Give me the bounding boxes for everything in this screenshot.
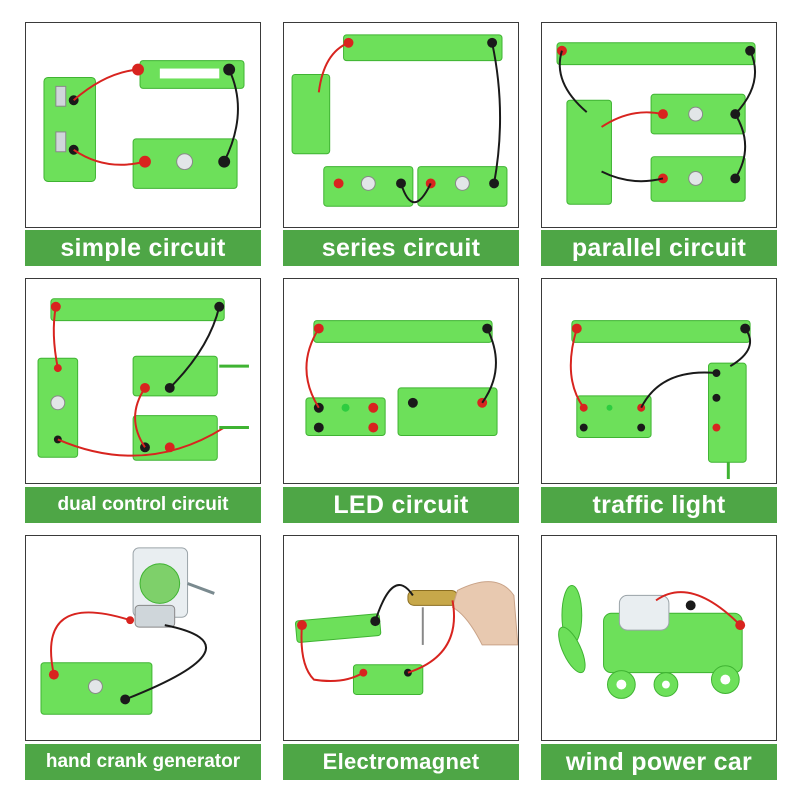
label-led-circuit: LED circuit [283, 487, 519, 523]
label-electromagnet: Electromagnet [283, 744, 519, 780]
tile-series-circuit [283, 22, 519, 228]
label-wind-power-car: wind power car [541, 744, 777, 780]
tile-parallel-circuit [541, 22, 777, 228]
label-parallel-circuit: parallel circuit [541, 230, 777, 266]
hand-crank-generator-image [40, 547, 215, 715]
simple-circuit-image [43, 60, 245, 189]
label-series-circuit: series circuit [283, 230, 519, 266]
series-circuit-image [291, 34, 508, 207]
parallel-circuit-image [556, 42, 757, 205]
tile-dual-control-circuit [25, 278, 261, 484]
tile-wind-power-car [541, 535, 777, 741]
wind-power-car-image [558, 585, 746, 699]
tile-traffic-light [541, 278, 777, 484]
label-hand-crank-generator: hand crank generator [25, 744, 261, 780]
dual-control-circuit-image [37, 298, 249, 461]
tile-led-circuit [283, 278, 519, 484]
tile-simple-circuit [25, 22, 261, 228]
tile-electromagnet [283, 535, 519, 741]
traffic-light-image [569, 320, 752, 480]
label-simple-circuit: simple circuit [25, 230, 261, 266]
label-dual-control-circuit: dual control circuit [25, 487, 261, 523]
label-traffic-light: traffic light [541, 487, 777, 523]
tile-hand-crank-generator [25, 535, 261, 741]
electromagnet-image [294, 581, 518, 695]
led-circuit-image [305, 320, 498, 436]
